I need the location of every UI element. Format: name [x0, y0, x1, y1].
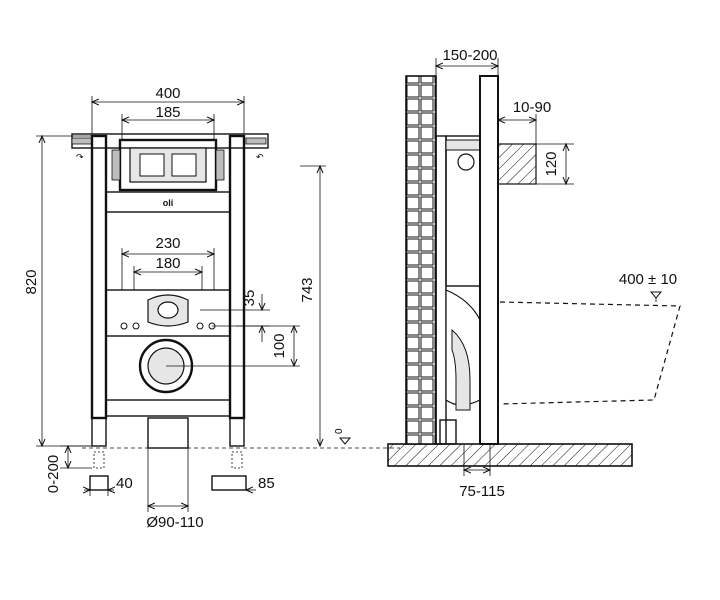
left-post [90, 134, 108, 420]
dim-leg-85: 85 [258, 475, 275, 492]
dim-drain-diameter: Ø90-110 [146, 514, 203, 531]
dim-leg-adjust: 0-200 [45, 455, 62, 493]
upper-crossbar [105, 191, 231, 213]
drain-pipe [147, 417, 189, 449]
front-dimensions: 400 185 230 180 820 743 35 100 [23, 85, 352, 531]
dim-pipe-height: 120 [543, 151, 560, 176]
front-view: ↷ ↶ oli [71, 133, 400, 491]
dim-studs-inner: 180 [155, 255, 180, 272]
dim-height-total: 820 [23, 269, 40, 294]
side-dimensions: 150-200 10-90 120 400 ± 10 75-115 [436, 47, 677, 500]
toilet-bowl-outline [499, 301, 681, 405]
floor-slab [387, 443, 633, 467]
dim-offset-35: 35 [241, 290, 258, 307]
right-post [228, 134, 246, 420]
left-foot [91, 417, 107, 447]
dim-leg-40: 40 [116, 475, 133, 492]
right-foot [229, 417, 245, 447]
brand-logo: oli [163, 198, 174, 208]
dim-width-button: 185 [155, 104, 180, 121]
dim-floor-offset: 75-115 [459, 483, 505, 500]
side-view [387, 75, 681, 467]
dim-pipe-depth: 10-90 [513, 99, 551, 116]
dim-seat-height: 400 ± 10 [619, 271, 677, 288]
dim-offset-100: 100 [271, 333, 288, 358]
dim-height-inlet: 743 [299, 277, 316, 302]
bowl-mounting-plate [105, 289, 231, 337]
dim-studs-outer: 230 [155, 235, 180, 252]
svg-text:↷: ↷ [76, 152, 84, 162]
svg-text:↶: ↶ [256, 152, 264, 162]
dim-width-total: 400 [155, 85, 180, 102]
dim-wall-depth: 150-200 [442, 47, 497, 64]
flush-pipe [497, 143, 537, 185]
front-board [479, 75, 499, 445]
tiled-wall [405, 75, 437, 445]
svg-text:0: 0 [334, 428, 345, 434]
